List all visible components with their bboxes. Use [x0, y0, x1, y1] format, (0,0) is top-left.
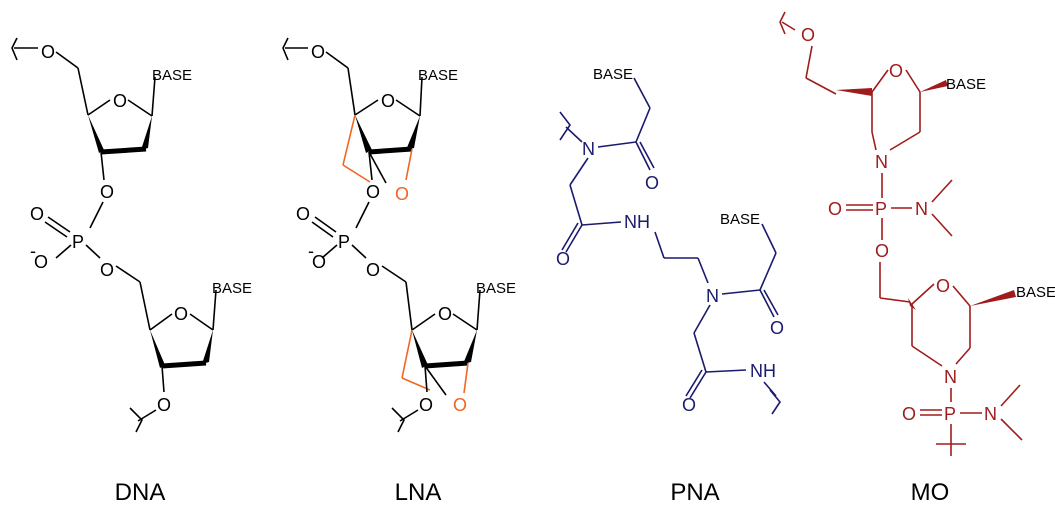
mo-o-ring-1: O — [889, 61, 903, 81]
mo-o-double-2: O — [902, 404, 916, 424]
pna-n-1: N — [582, 139, 595, 159]
dna-minus-sign: - — [30, 241, 36, 261]
lna-o-ring-1: O — [381, 91, 395, 111]
dna-o-ring-1: O — [113, 91, 127, 111]
dna-o-ring-2: O — [174, 304, 188, 324]
lna-base-1: BASE — [418, 67, 458, 84]
lna-o-bottom: O — [419, 395, 433, 415]
mo-p-1: P — [875, 199, 887, 219]
lna-p: P — [338, 232, 350, 252]
mo-n-2: N — [944, 367, 957, 387]
dna-o-top: O — [41, 42, 55, 62]
mo-base-2: BASE — [1016, 284, 1055, 301]
pna-nh-1: NH — [624, 212, 650, 232]
pna-o-4: O — [682, 395, 696, 415]
lna-bridge-o-1: O — [395, 184, 409, 204]
lna-o-ring-2: O — [438, 304, 452, 324]
dna-o-bottom: O — [157, 395, 171, 415]
lna-structure: O O BASE O O P O O - O O — [282, 37, 516, 433]
dna-base-2: BASE — [212, 280, 252, 297]
lna-o-5prime: O — [366, 260, 380, 280]
dna-o-double: O — [30, 204, 44, 224]
caption-dna: DNA — [115, 479, 166, 506]
pna-base-1: BASE — [593, 66, 633, 83]
mo-n-1: N — [875, 152, 888, 172]
pna-o-1: O — [645, 173, 659, 193]
mo-o-link: O — [875, 241, 889, 261]
dna-o-3prime: O — [100, 182, 114, 202]
mo-n-dimethyl-1: N — [915, 199, 928, 219]
pna-nh-2: NH — [750, 361, 776, 381]
dna-o-5prime: O — [100, 260, 114, 280]
pna-o-2: O — [556, 249, 570, 269]
lna-o-top: O — [311, 42, 325, 62]
dna-structure: O O BASE O P O O - O O BASE — [11, 37, 252, 433]
pna-n-2: N — [706, 286, 719, 306]
mo-n-dimethyl-2: N — [984, 404, 997, 424]
mo-o-ring-2: O — [936, 276, 950, 296]
dna-p: P — [72, 232, 84, 252]
dna-base-1: BASE — [152, 67, 192, 84]
mo-o-top: O — [801, 25, 815, 45]
caption-lna: LNA — [395, 479, 442, 506]
lna-minus-sign: - — [308, 241, 314, 261]
dna-o-minus: O — [34, 252, 48, 272]
mo-p-2: P — [944, 404, 956, 424]
mo-structure: O O BASE N P O N O O BASE — [779, 11, 1055, 456]
mo-base-1: BASE — [946, 76, 986, 93]
lna-o-3prime: O — [366, 182, 380, 202]
pna-o-3: O — [770, 318, 784, 338]
lna-o-minus: O — [312, 252, 326, 272]
pna-structure: BASE O N O NH N BASE O O NH — [556, 66, 784, 415]
lna-o-double: O — [296, 204, 310, 224]
mo-o-double-1: O — [828, 199, 842, 219]
pna-base-2: BASE — [720, 211, 760, 228]
caption-pna: PNA — [670, 479, 719, 506]
lna-bridge-o-2: O — [453, 395, 467, 415]
lna-base-2: BASE — [476, 280, 516, 297]
caption-mo: MO — [911, 479, 950, 506]
